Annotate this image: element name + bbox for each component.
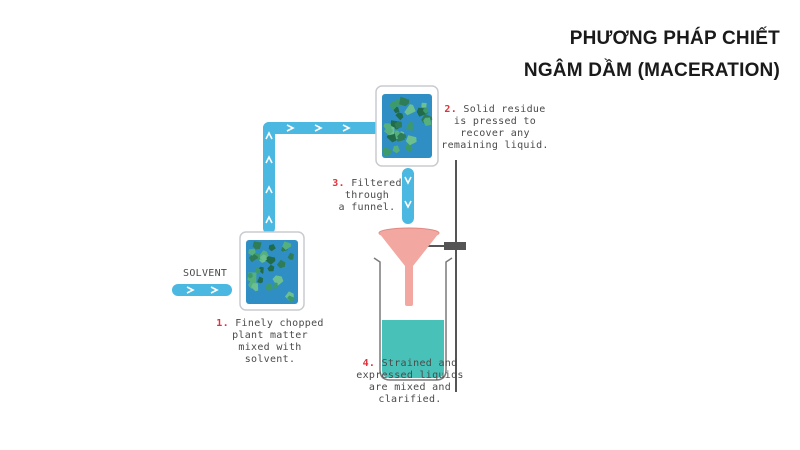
plant-chunk — [421, 102, 427, 108]
liquid — [382, 320, 444, 378]
step-2-line-1: Solid residue — [463, 104, 546, 115]
plant-chunk — [251, 283, 259, 292]
plant-chunk — [265, 283, 273, 291]
plant-chunk — [404, 142, 413, 152]
flow-arrow-icon — [265, 155, 273, 164]
step-3-line-2: through — [344, 190, 390, 201]
plant-chunk — [259, 254, 267, 262]
plant-chunk — [383, 123, 392, 131]
step-1-line-2: plant matter — [232, 330, 308, 341]
plant-chunk — [257, 276, 264, 284]
flow-arrow-icon — [265, 215, 273, 224]
pipe-inlet — [172, 284, 232, 296]
pipe-down — [402, 168, 414, 224]
container-step-1 — [239, 231, 305, 311]
step-4-line-1: Strained and — [381, 358, 458, 369]
flow-arrow-icon — [314, 124, 323, 132]
plant-chunk — [248, 248, 256, 256]
plant-chunk — [405, 135, 417, 146]
plant-chunk — [267, 264, 275, 272]
flow-arrow-icon — [265, 185, 273, 194]
plant-chunk — [422, 107, 429, 114]
plant-chunk — [395, 112, 404, 121]
flow-arrow-icon — [286, 124, 295, 132]
title-line-2: NGÂM DẦM (MACERATION) — [523, 60, 780, 81]
plant-chunk — [254, 267, 261, 274]
step-2-line-2: is pressed to — [453, 116, 537, 127]
step-1-line-3: mixed with — [238, 342, 302, 353]
plant-chunk — [287, 252, 294, 260]
step-4-line-3: are mixed and — [368, 382, 452, 393]
plant-chunk — [265, 255, 276, 265]
step-3-line-3: a funnel. — [338, 202, 396, 213]
step-3-number: 3. — [332, 178, 345, 189]
step-3-line-1: Filtered — [351, 178, 402, 189]
plant-chunk — [404, 104, 416, 116]
plant-chunk — [287, 295, 295, 303]
plant-chunk — [394, 120, 402, 129]
plant-chunk — [257, 266, 264, 274]
plant-chunks-2 — [381, 96, 433, 157]
plant-chunk — [246, 272, 253, 279]
plant-chunk — [392, 145, 400, 154]
step-3-label: 3. Filtered through a funnel. — [330, 178, 404, 214]
title-line-1: PHƯƠNG PHÁP CHIẾT — [569, 28, 780, 49]
plant-chunk — [383, 126, 393, 136]
plant-chunk — [276, 259, 286, 269]
step-4-line-2: expressed liquids — [356, 370, 464, 381]
plant-chunk — [399, 96, 410, 107]
step-4-line-4: clarified. — [378, 394, 442, 405]
plant-chunk — [423, 117, 432, 126]
plant-chunk — [273, 282, 278, 289]
plant-chunk — [381, 147, 392, 157]
step-1-line-1: Finely chopped — [235, 318, 324, 329]
flow-arrow-icon — [210, 286, 219, 294]
plant-chunk — [405, 121, 413, 131]
plant-chunk — [393, 106, 400, 114]
plant-chunk — [389, 101, 397, 111]
plant-chunk — [252, 241, 262, 250]
plant-chunk — [248, 253, 258, 263]
beaker — [373, 257, 453, 381]
plant-chunks-1 — [246, 241, 295, 303]
flow-arrows — [186, 124, 412, 294]
flow-arrow-icon — [186, 286, 195, 294]
step-2-number: 2. — [444, 104, 458, 115]
flow-arrow-icon — [342, 124, 351, 132]
step-1-number: 1. — [216, 318, 229, 329]
plant-chunk — [272, 275, 284, 287]
pipe-vertical — [263, 122, 275, 234]
step-2-label: 2. Solid residue is pressed to recover a… — [440, 104, 550, 152]
flow-arrow-icon — [404, 200, 412, 209]
step-2-line-4: remaining liquid. — [441, 140, 549, 151]
plant-chunk — [397, 132, 407, 141]
step-4-label: 4. Strained and expressed liquids are mi… — [350, 358, 470, 406]
plant-chunk — [282, 241, 292, 250]
step-1-label: 1. Finely chopped plant matter mixed wit… — [210, 318, 330, 366]
funnel — [378, 227, 440, 306]
step-1-line-4: solvent. — [244, 354, 296, 365]
plant-chunk — [268, 244, 276, 252]
solvent-label: SOLVENT — [183, 268, 228, 279]
step-2-line-3: recover any — [460, 128, 530, 139]
step-4-number: 4. — [362, 358, 376, 369]
flow-arrow-icon — [404, 176, 412, 185]
container-step-2 — [375, 85, 439, 167]
flow-arrow-icon — [265, 131, 273, 140]
